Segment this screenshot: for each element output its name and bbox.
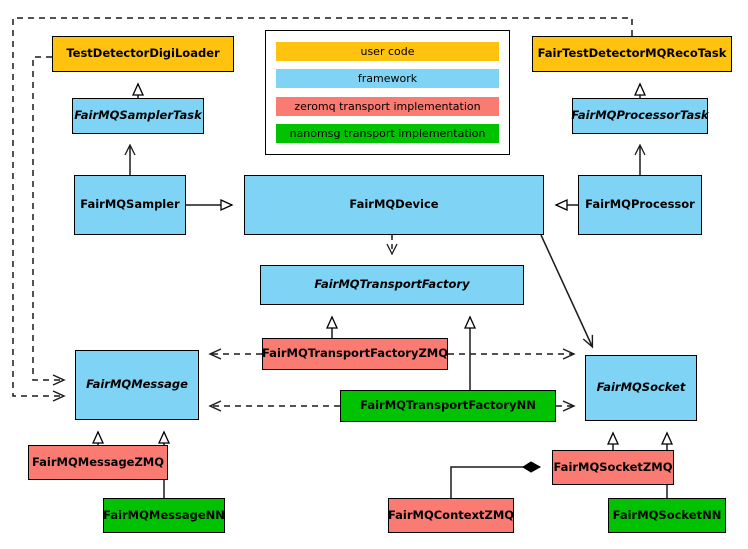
legend-item-user-code: user code <box>276 42 499 62</box>
class-node-FairMQTransportFactory[interactable]: FairMQTransportFactory <box>260 265 524 305</box>
legend-item-framework: framework <box>276 69 499 89</box>
class-node-FairMQMessageZMQ[interactable]: FairMQMessageZMQ <box>28 445 168 480</box>
class-node-FairMQDevice[interactable]: FairMQDevice <box>244 175 544 235</box>
legend-item-zeromq: zeromq transport implementation <box>276 96 499 116</box>
class-node-FairMQContextZMQ[interactable]: FairMQContextZMQ <box>388 498 514 533</box>
class-node-FairMQMessageNN[interactable]: FairMQMessageNN <box>103 498 225 533</box>
class-node-FairMQProcessor[interactable]: FairMQProcessor <box>578 175 702 235</box>
edge-digiloader-message <box>32 56 66 386</box>
class-node-FairMQTransportFactoryZMQ[interactable]: FairMQTransportFactoryZMQ <box>262 338 448 370</box>
class-node-FairMQSocket[interactable]: FairMQSocket <box>585 355 697 421</box>
class-node-FairTestDetectorMQRecoTask[interactable]: FairTestDetectorMQRecoTask <box>532 36 732 72</box>
legend-panel: user code framework zeromq transport imp… <box>265 30 510 155</box>
class-node-FairMQSamplerTask[interactable]: FairMQSamplerTask <box>72 98 204 134</box>
class-node-FairMQProcessorTask[interactable]: FairMQProcessorTask <box>571 98 709 134</box>
edge-contextzmq-socketzmq <box>450 461 542 498</box>
legend-item-nanomsg: nanomsg transport implementation <box>276 123 499 143</box>
class-node-TestDetectorDigiLoader[interactable]: TestDetectorDigiLoader <box>52 36 234 72</box>
class-node-FairMQTransportFactoryNN[interactable]: FairMQTransportFactoryNN <box>340 390 556 422</box>
class-node-FairMQSocketZMQ[interactable]: FairMQSocketZMQ <box>552 450 674 485</box>
class-node-FairMQSampler[interactable]: FairMQSampler <box>74 175 186 235</box>
class-node-FairMQMessage[interactable]: FairMQMessage <box>75 350 199 420</box>
edge-device-socket <box>540 234 594 349</box>
class-node-FairMQSocketNN[interactable]: FairMQSocketNN <box>608 498 726 533</box>
